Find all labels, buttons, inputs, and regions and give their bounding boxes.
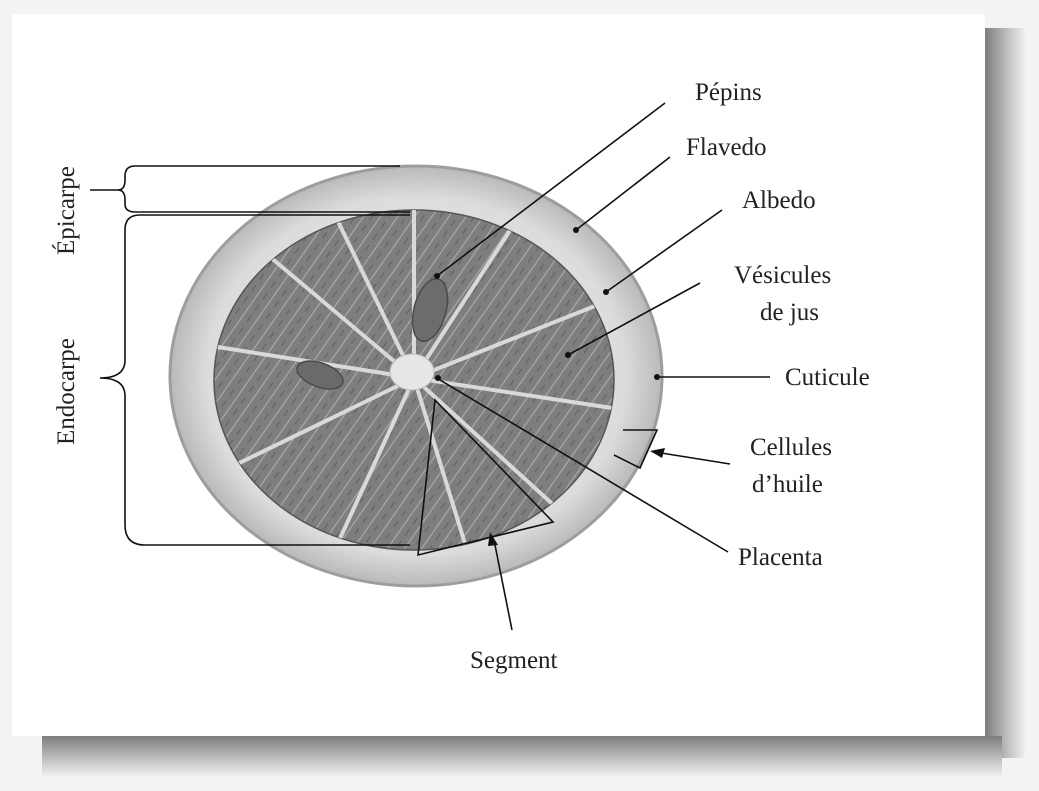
albedo-leader — [606, 210, 722, 292]
label-vesicules-line1: Vésicules — [734, 262, 831, 289]
label-cellules-line2: d’huile — [752, 471, 823, 498]
vesicules-dot — [565, 352, 571, 358]
cuticule-dot — [654, 374, 660, 380]
albedo-dot — [603, 289, 609, 295]
cellules-arrowhead — [650, 448, 665, 458]
label-flavedo: Flavedo — [686, 134, 767, 161]
label-cuticule: Cuticule — [785, 364, 870, 391]
label-albedo: Albedo — [742, 187, 816, 214]
label-segment: Segment — [470, 647, 558, 674]
pepins-dot — [434, 273, 440, 279]
label-pepins: Pépins — [695, 79, 762, 106]
fruit-center — [390, 354, 434, 390]
label-cellules-line1: Cellules — [750, 434, 832, 461]
placenta-dot — [435, 375, 441, 381]
label-endocarpe: Endocarpe — [53, 338, 80, 445]
label-epicarpe: Épicarpe — [52, 166, 80, 255]
flavedo-leader — [576, 157, 670, 230]
label-placenta: Placenta — [738, 544, 823, 571]
label-vesicules-line2: de jus — [760, 299, 819, 326]
fruit-slice — [170, 166, 662, 586]
cellules-leader — [655, 452, 730, 464]
flavedo-dot — [573, 227, 579, 233]
